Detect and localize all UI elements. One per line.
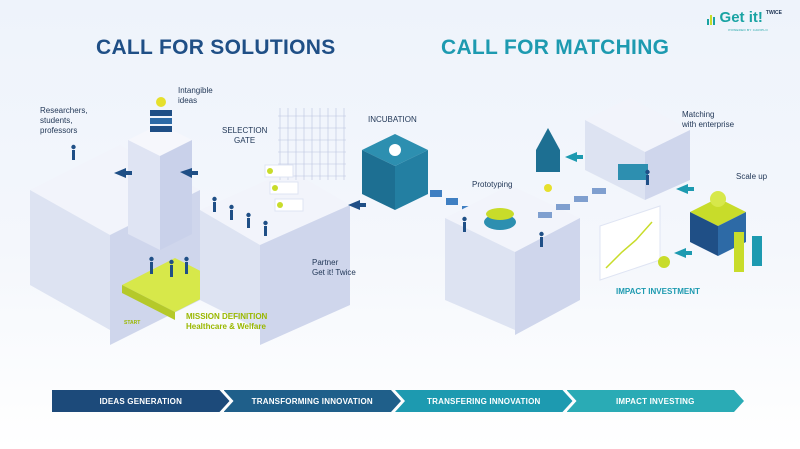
label-impact-investment: IMPACT INVESTMENT [616, 287, 700, 296]
check-card-1 [264, 164, 294, 178]
platform-proto-side [445, 218, 515, 330]
phase-timeline: IDEAS GENERATION TRANSFORMING INNOVATION… [52, 390, 744, 412]
platform-proto-front [515, 218, 580, 335]
coin-icon [658, 256, 670, 268]
arrow-3 [348, 200, 366, 210]
logo-bars-icon [706, 15, 715, 25]
label-mission-definition: MISSION DEFINITION Healthcare & Welfare [186, 312, 268, 331]
gear-icon [389, 144, 401, 156]
check-card-3 [274, 198, 304, 212]
impact-board [599, 205, 661, 281]
lightbulb-icon [156, 97, 166, 107]
logo: Get it! TWICE [706, 9, 782, 26]
impact-trend [605, 221, 653, 269]
bar-1 [734, 232, 744, 272]
logo-name: Get it! [719, 9, 763, 26]
incubator-left [362, 150, 395, 210]
arrow-5 [676, 184, 694, 194]
label-incubation: INCUBATION [368, 115, 417, 124]
logo-suffix: TWICE [765, 10, 782, 16]
mission-platform-side [122, 285, 175, 320]
platform-middle-side [200, 210, 260, 330]
check-card-2 [269, 181, 299, 195]
rocket-icon [536, 128, 560, 172]
label-prototyping: Prototyping [472, 180, 513, 189]
logo-tagline: POWERED BY CARIPLO [728, 28, 768, 32]
people [71, 144, 650, 277]
phase-impact-investing: IMPACT INVESTING [567, 390, 745, 412]
platform-matching-front [645, 130, 690, 200]
arrow-6 [674, 248, 692, 258]
conveyor-2 [538, 188, 606, 218]
arrow-1 [114, 168, 132, 178]
call-for-matching-heading: CALL FOR MATCHING [441, 36, 670, 59]
bar-2 [752, 236, 762, 266]
label-intangible-ideas: Intangible ideas [178, 86, 213, 105]
tower-side-right [160, 140, 192, 250]
idea-stack-2 [150, 118, 172, 124]
label-selection-gate: SELECTION GATE [222, 126, 268, 145]
label-scale-up: Scale up [736, 172, 768, 181]
call-for-solutions-heading: CALL FOR SOLUTIONS [96, 36, 336, 59]
phase-transfering-innovation: TRANSFERING INNOVATION [395, 390, 573, 412]
phase-transforming-innovation: TRANSFORMING INNOVATION [224, 390, 402, 412]
platform-matching [585, 98, 690, 152]
label-start: START [124, 320, 141, 326]
arrow-2 [180, 168, 198, 178]
label-matching: Matching with enterprise [682, 110, 735, 129]
idea-stack-3 [150, 126, 172, 132]
scale-tower-left [690, 212, 718, 256]
screen-board [618, 164, 648, 180]
label-researchers: Researchers, students, professors [40, 106, 88, 135]
tower-side-left [128, 140, 160, 250]
phase-ideas-generation: IDEAS GENERATION [52, 390, 230, 412]
arrow-4 [565, 152, 583, 162]
idea-stack-1 [150, 110, 172, 116]
platform-middle-front [260, 205, 350, 345]
incubator-right [395, 150, 428, 210]
platform-left-side [30, 190, 110, 330]
label-partner: Partner Get it! Twice [312, 258, 356, 277]
